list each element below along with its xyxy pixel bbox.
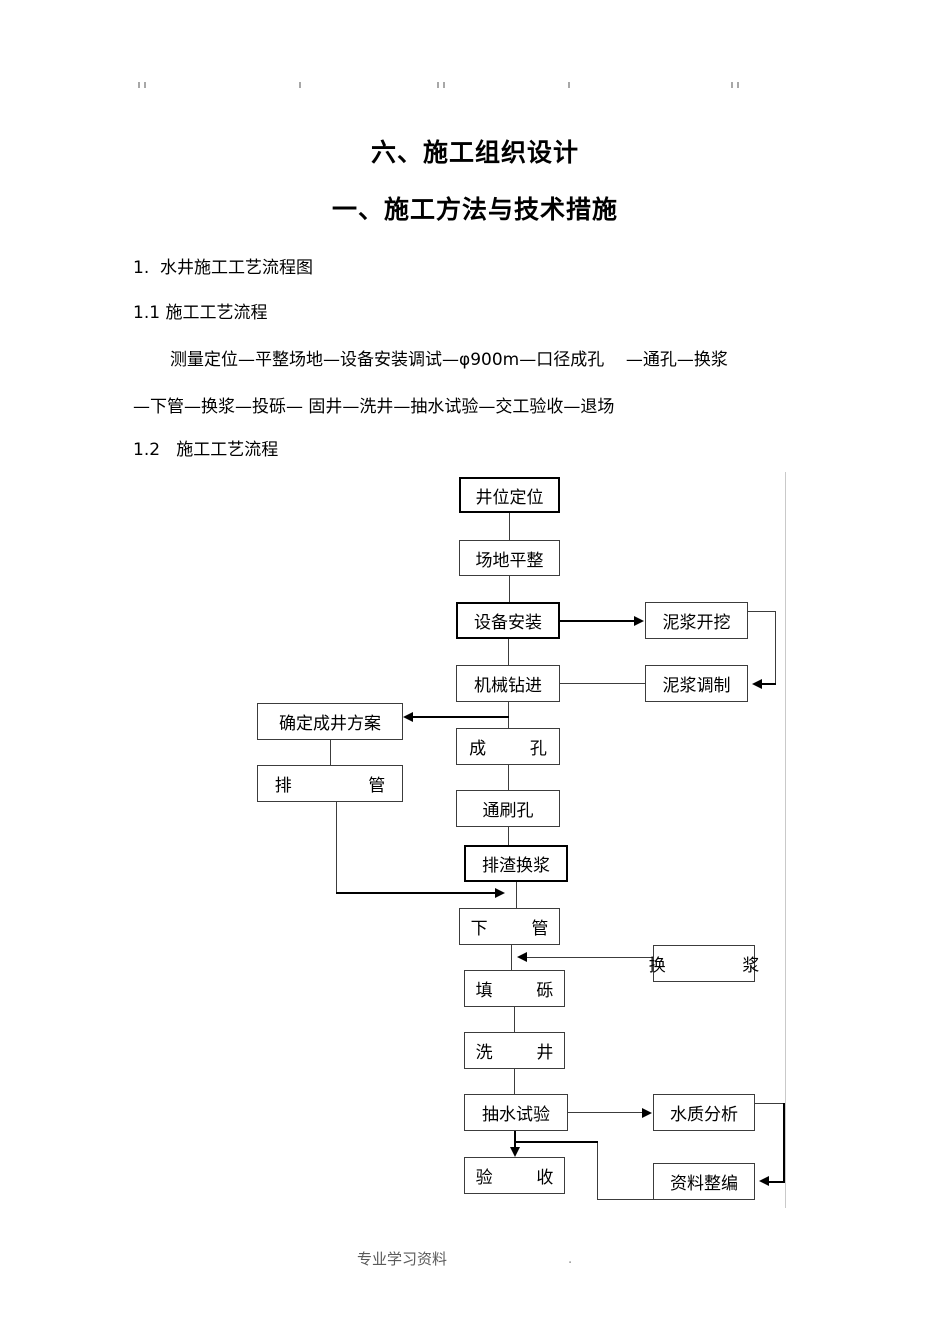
node-pipe-arrangement: 排 管: [257, 765, 403, 802]
node-data-compilation: 资料整编: [653, 1163, 755, 1200]
connector-washing-to-pumping: [514, 1069, 515, 1094]
node-water-quality: 水质分析: [653, 1094, 755, 1131]
page-title-section: 六、施工组织设计: [370, 138, 579, 167]
connector-pipe-to-gravel: [511, 945, 512, 970]
connector-positioning-to-leveling: [509, 513, 510, 540]
paragraph-item-1: 1. 水井施工工艺流程图: [133, 258, 314, 278]
connector-well-plan-to-pipe-arrangement: [330, 740, 331, 765]
connector-mud-excavation-right: [748, 611, 776, 612]
connector-equipment-to-mud-excavation: [560, 620, 635, 622]
connector-drilling-to-hole: [508, 702, 509, 728]
connector-data-compilation-up: [597, 1142, 598, 1200]
node-well-plan: 确定成井方案: [257, 703, 403, 740]
node-gravel-filling: 填 砾: [464, 970, 565, 1007]
connector-pipe-arrangement-right: [336, 892, 496, 894]
connector-pipe-arrangement-down: [336, 802, 337, 893]
page-subtitle-section: 一、施工方法与技术措施: [331, 195, 618, 224]
connector-slag-to-pipe: [516, 882, 517, 908]
connector-data-compilation-left: [597, 1199, 653, 1200]
node-well-washing: 洗 井: [464, 1032, 565, 1069]
node-pipe-lowering: 下 管: [459, 908, 560, 945]
arrowhead-to-data-compilation: [759, 1176, 769, 1186]
node-mud-excavation: 泥浆开挖: [645, 602, 748, 639]
arrowhead-to-well-plan: [403, 712, 413, 722]
node-site-leveling: 场地平整: [459, 540, 560, 576]
connector-gravel-to-washing: [514, 1007, 515, 1032]
connector-data-compilation-to-acceptance: [514, 1141, 598, 1143]
connector-water-quality-right: [755, 1103, 785, 1104]
scan-artifacts: [0, 0, 950, 110]
arrowhead-to-acceptance: [510, 1147, 520, 1157]
arrowhead-to-mud-excavation: [634, 616, 644, 626]
page-rule-line: [785, 472, 786, 1208]
arrowhead-to-water-quality: [642, 1108, 652, 1118]
connector-mud-loop-vertical: [775, 611, 776, 684]
footer-dot-mark: .: [568, 1252, 573, 1267]
connector-mud-preparation-to-drilling: [560, 683, 645, 684]
node-slag-mud-exchange: 排渣换浆: [464, 845, 568, 882]
connector-water-quality-loop-vertical: [783, 1103, 785, 1182]
process-flow-line-1: 测量定位—平整场地—设备安装调试—φ900m—口径成孔 —通孔—换浆: [170, 350, 728, 370]
connector-drilling-to-well-plan: [413, 716, 509, 718]
connector-hole-to-brushing: [508, 765, 509, 790]
arrowhead-to-pipe-spine: [517, 952, 527, 962]
node-well-positioning: 井位定位: [459, 477, 560, 513]
connector-mud-loop-to-preparation: [762, 683, 776, 685]
connector-leveling-to-equipment: [509, 576, 510, 602]
node-equipment-install: 设备安装: [456, 602, 560, 639]
connector-pumping-to-water-quality: [568, 1112, 643, 1113]
connector-equipment-to-drilling: [508, 639, 509, 665]
arrowhead-to-pipe-lowering: [495, 888, 505, 898]
footer-label: 专业学习资料: [357, 1250, 448, 1268]
node-pumping-test: 抽水试验: [464, 1094, 568, 1131]
connector-mud-replacement-to-spine: [527, 957, 653, 958]
paragraph-item-1-2: 1.2 施工工艺流程: [133, 440, 279, 460]
connector-loop-to-data-compilation: [769, 1181, 785, 1183]
paragraph-item-1-1: 1.1 施工工艺流程: [133, 303, 268, 323]
connector-brushing-to-slag: [508, 827, 509, 845]
arrowhead-to-mud-preparation: [752, 679, 762, 689]
node-hole-forming: 成 孔: [456, 728, 560, 765]
node-hole-brushing: 通刷孔: [456, 790, 560, 827]
node-acceptance: 验 收: [464, 1157, 565, 1194]
process-flow-line-2: —下管—换浆—投砾— 固井—洗井—抽水试验—交工验收—退场: [133, 397, 615, 417]
node-mud-replacement: 换 浆: [649, 945, 759, 982]
node-mud-preparation: 泥浆调制: [645, 665, 748, 702]
node-mechanical-drilling: 机械钻进: [456, 665, 560, 702]
connector-pumping-to-acceptance: [514, 1131, 516, 1149]
